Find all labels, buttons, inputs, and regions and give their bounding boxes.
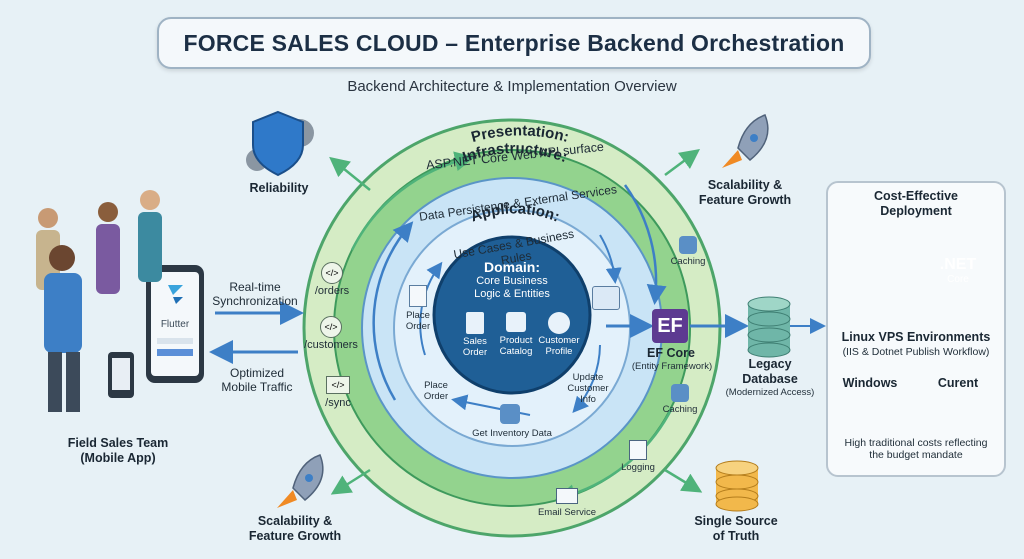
use-case-place-order-top: Place Order (400, 285, 436, 332)
user-icon (548, 312, 570, 334)
entity-sales-order: Sales Order (456, 312, 494, 358)
sync-label: Real-time Synchronization (212, 280, 298, 308)
current-label: Curent (937, 376, 979, 390)
rocket-icon (277, 454, 324, 508)
use-case-place-order-bottom: Place Order (423, 380, 449, 402)
database-icon (747, 296, 791, 358)
endpoint-customers: </> /customers (300, 316, 362, 352)
sales-team-illustration (36, 190, 162, 412)
logging: Logging (616, 440, 660, 473)
presentation-title: Presentation: (469, 122, 570, 146)
windows-label: Windows (842, 376, 898, 390)
entity-customer-profile: Customer Profile (538, 312, 580, 358)
traffic-label: Optimized Mobile Traffic (221, 366, 293, 394)
clipboard-icon (409, 285, 427, 307)
shield-icon (246, 110, 314, 177)
endpoint-orders: </> /orders (312, 262, 352, 298)
ef-core-label: EF Core (647, 346, 695, 360)
svg-text:Presentation:: Presentation: (469, 122, 570, 146)
use-case-get-inventory: Get Inventory Data (472, 428, 552, 439)
single-source-db-icon (715, 460, 759, 512)
flutter-app-label: Flutter (160, 319, 190, 330)
env-sub: (IIS & Dotnet Publish Workflow) (842, 346, 990, 358)
caching-top: Caching (666, 236, 710, 267)
email-service: Email Service (530, 488, 604, 518)
domain-core-text: Domain: Core Business Logic & Entities (452, 259, 572, 301)
mail-icon (556, 488, 578, 504)
page-subtitle: Backend Architecture & Implementation Ov… (347, 78, 677, 95)
code-gear-icon: </> (320, 316, 342, 338)
endpoint-sync: </> /sync (318, 376, 358, 410)
caching-bottom: Caching (658, 384, 702, 415)
cost-note: High traditional costs reflecting the bu… (844, 437, 988, 461)
deployment-panel (826, 181, 1006, 477)
reliability-label: Reliability (249, 181, 309, 195)
inventory-db-icon (500, 404, 520, 424)
code-gear-icon: </> (321, 262, 343, 284)
ef-core-sublabel: (Entity Framework) (631, 361, 713, 372)
code-window-icon: </> (326, 376, 350, 394)
cache-db-icon (679, 236, 697, 254)
catalog-grid-icon (506, 312, 526, 332)
cache-db-icon (671, 384, 689, 402)
entity-product-catalog: Product Catalog (496, 312, 536, 358)
deployment-title: Cost-Effective Deployment (873, 189, 959, 218)
sync-screens-icon (592, 286, 620, 310)
title-banner: FORCE SALES CLOUD – Enterprise Backend O… (157, 17, 871, 69)
log-document-icon (629, 440, 647, 460)
scalability-bottom-label: Scalability & Feature Growth (248, 514, 342, 543)
domain-desc-line1: Core Business (476, 275, 548, 287)
document-icon (466, 312, 484, 334)
ef-logo-icon: EF (652, 309, 688, 343)
scalability-top-label: Scalability & Feature Growth (698, 178, 792, 207)
field-sales-team-label: Field Sales Team (Mobile App) (67, 436, 169, 465)
page-title: FORCE SALES CLOUD – Enterprise Backend O… (183, 29, 845, 56)
single-source-label: Single Source of Truth (694, 514, 778, 543)
phone-icon (146, 265, 204, 383)
use-case-update-customer: Update Customer Info (567, 372, 609, 405)
env-title: Linux VPS Environments (841, 330, 991, 344)
dotnet-logo-text: .NET Core (939, 256, 977, 285)
rocket-icon (722, 114, 769, 168)
domain-title: Domain: (484, 259, 540, 275)
domain-desc-line2: Logic & Entities (474, 288, 550, 300)
legacy-database-label: Legacy Database (Modernized Access) (725, 357, 815, 398)
entity-list: Sales Order Product Catalog Customer Pro… (456, 312, 580, 358)
